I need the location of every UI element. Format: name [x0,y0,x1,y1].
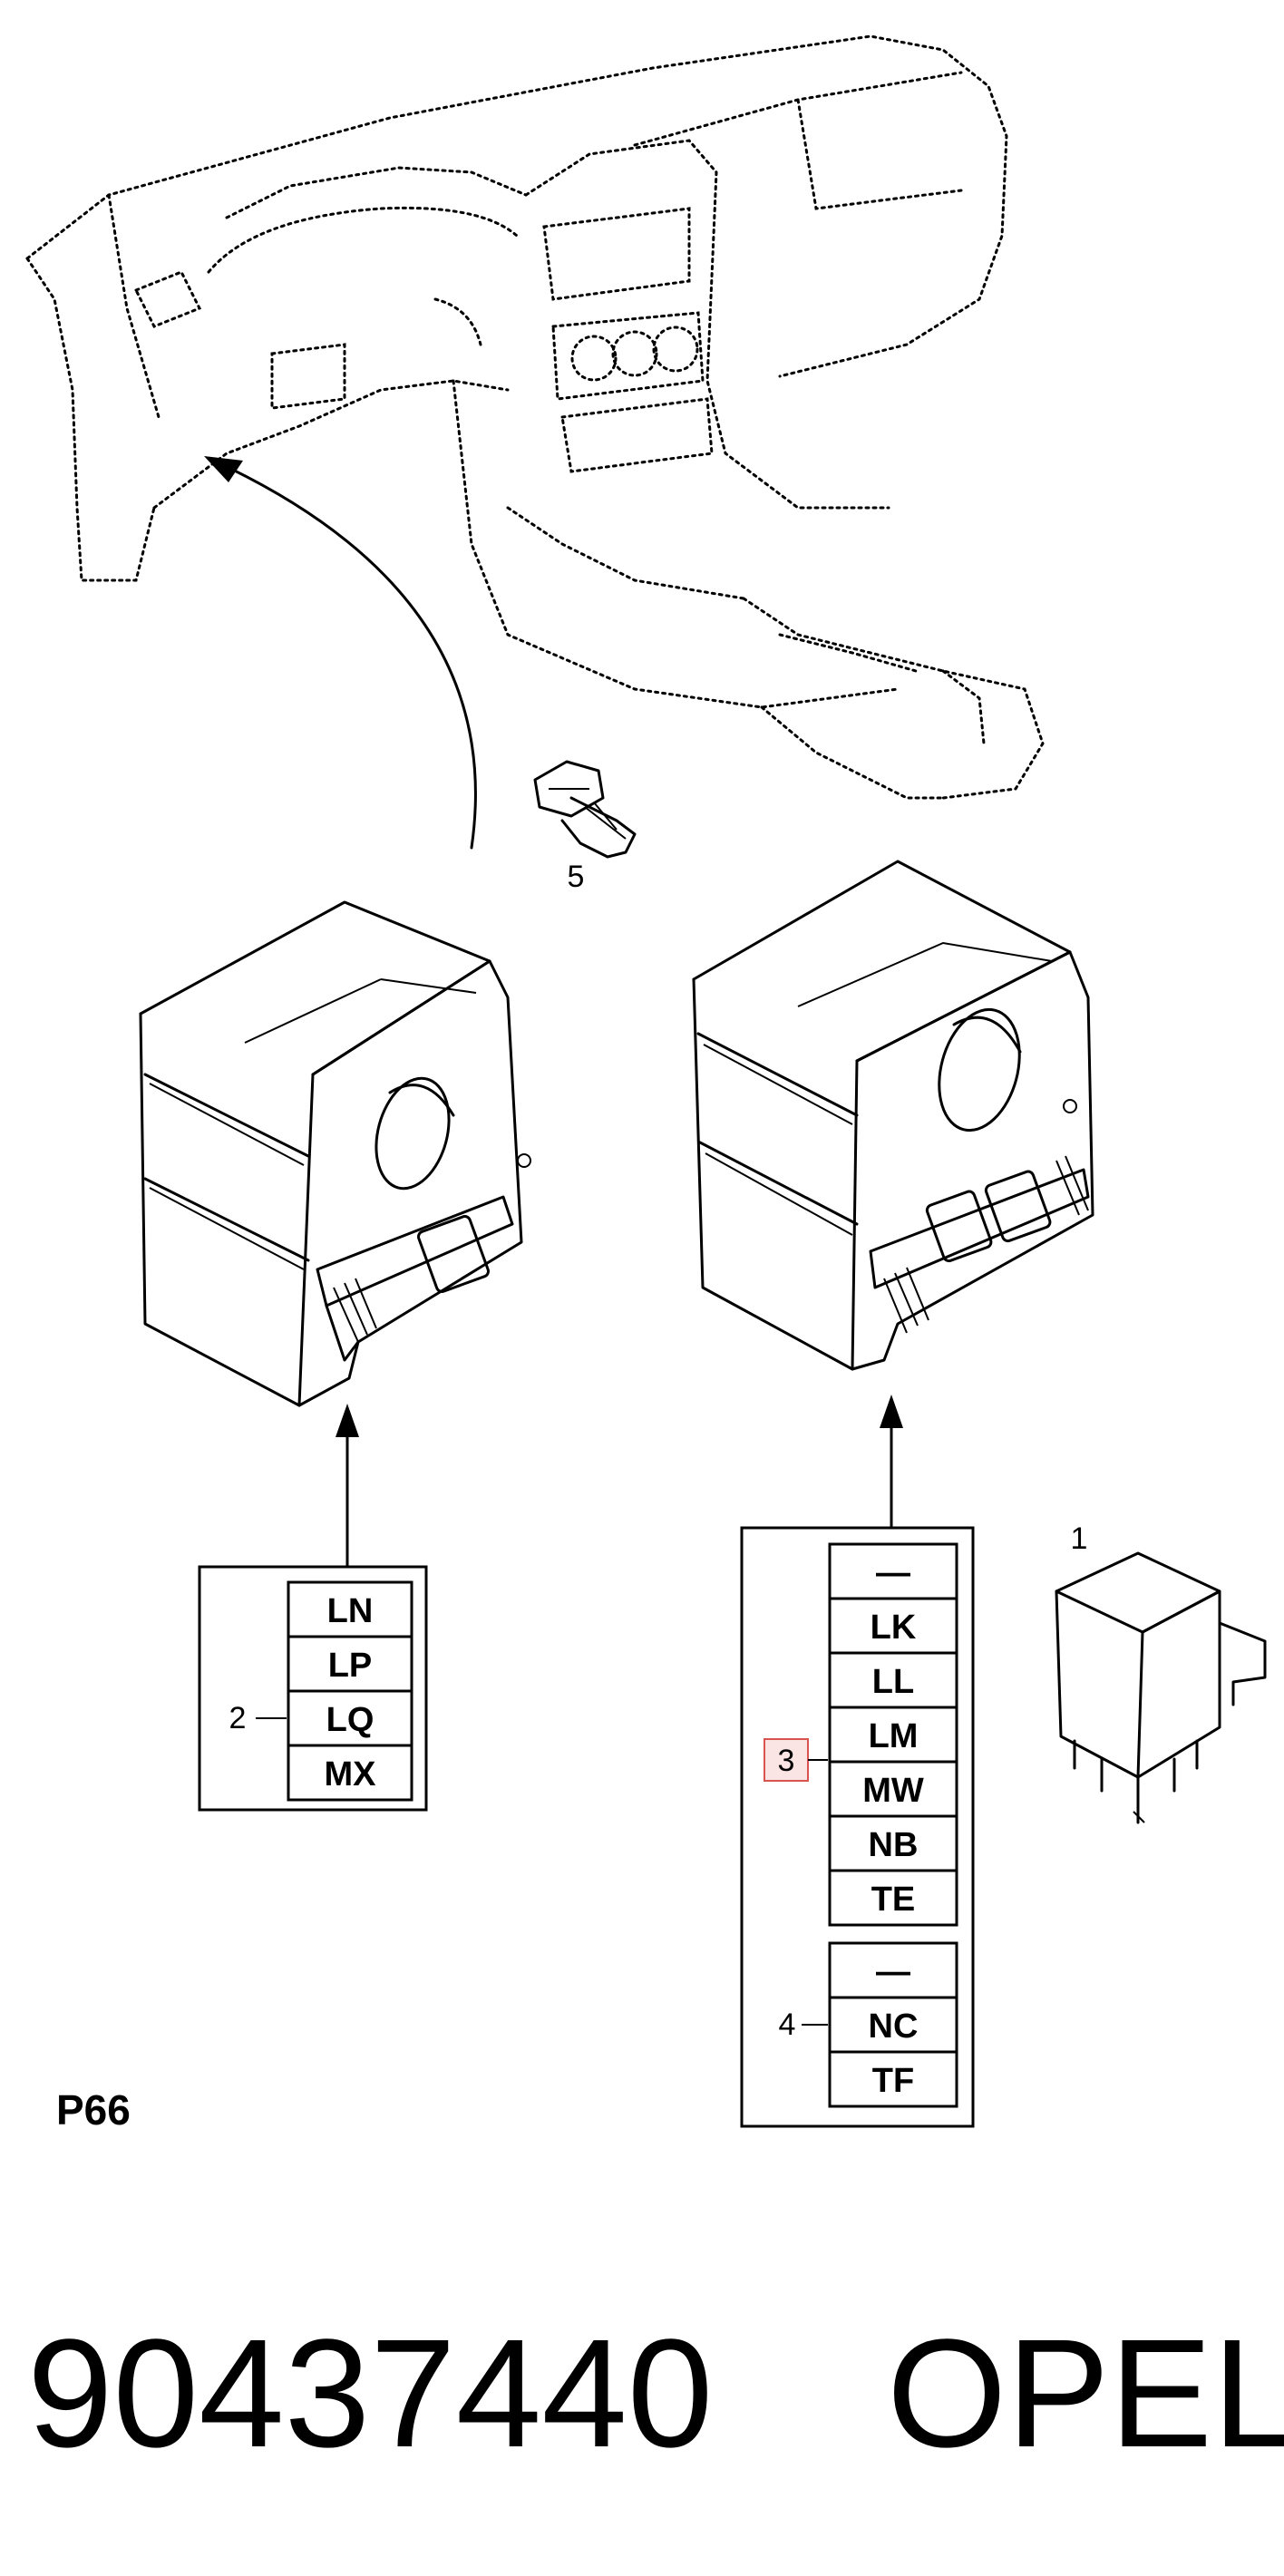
table-3-code: LM [869,1717,919,1755]
callout-1: 1 [1071,1521,1088,1556]
table-2-code: LN [327,1592,374,1630]
table-2-code: MX [325,1755,377,1793]
table-4-code: NC [869,2007,919,2046]
table-3-cell [828,1760,958,1818]
table-4-cell [828,1941,958,1999]
table-3-code: LL [872,1663,914,1701]
callout-2: 2 [229,1701,247,1735]
table-3-cell [828,1869,958,1927]
dashboard-drawing [25,34,1045,800]
table-4-cell [828,1996,958,2054]
page-code: P66 [56,2086,131,2134]
table-2: LN LP LQ MX [287,1580,413,1802]
table-4-code: TF [872,2062,914,2100]
table-4-cell [828,2050,958,2108]
table-3-code: MW [862,1772,924,1810]
table-3-code: — [876,1554,910,1592]
table-3-code: LK [871,1609,917,1647]
table-3: — LK LL LM MW NB TE [828,1542,958,1927]
table-2-code: LQ [326,1701,374,1739]
table-3-cell [828,1542,958,1600]
table-3-code: NB [869,1826,919,1864]
bulb-drawing [533,760,637,859]
table-3-cell [828,1706,958,1764]
table-4: — NC TF [828,1941,958,2108]
brand-name: OPEL [887,2308,1284,2480]
relay-drawing [1055,1551,1267,1824]
callout-5: 5 [568,860,585,894]
table-2-cell [287,1744,413,1802]
table-3-cell [828,1597,958,1655]
headlight-switch-right-drawing [692,860,1094,1371]
table-4-code: — [876,1953,910,1991]
table-2-code: LP [328,1647,373,1685]
arrowhead-3 [880,1395,903,1428]
callout-4: 4 [779,2007,796,2042]
table-2-cell [287,1580,413,1638]
table-3-code: TE [871,1881,916,1919]
callout-3: 3 [778,1744,795,1778]
part-number: 90437440 [27,2308,713,2480]
headlight-switch-left-drawing [139,900,531,1407]
arrowhead-2 [336,1404,359,1437]
install-arrow [204,456,477,850]
